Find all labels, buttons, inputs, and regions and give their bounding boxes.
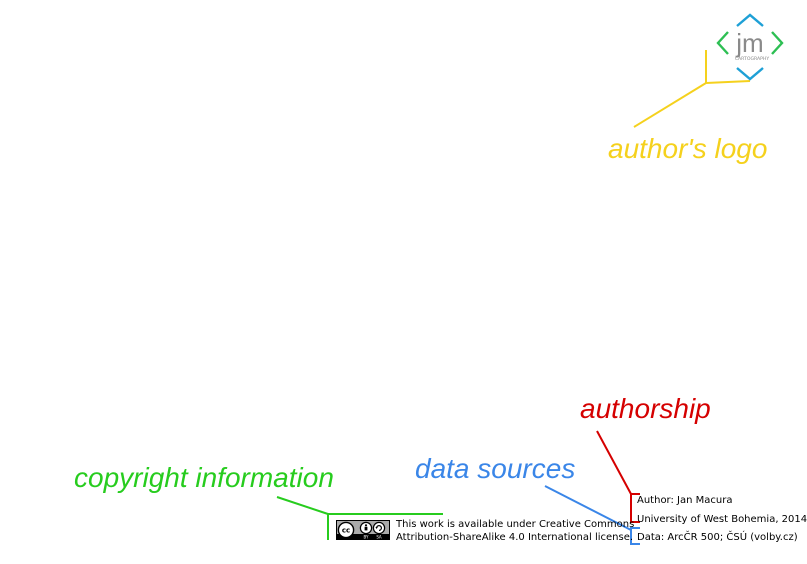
logo-monogram: jm [735,28,763,58]
share-alike-icon [372,521,386,535]
cc-by-sa-badge: cc BY SA [336,520,390,540]
cc-mark: cc [342,527,350,535]
license-line-2: Attribution-ShareAlike 4.0 International… [396,532,634,543]
institution-year: University of West Bohemia, 2014 [637,514,807,525]
label-authorship: authorship [580,393,711,424]
authorship-leader [596,430,640,523]
cc-by-text: BY [364,535,370,540]
label-authors-logo: author's logo [608,133,768,164]
cc-icon [337,521,355,539]
license-line-1: This work is available under Creative Co… [396,519,635,530]
jm-cartography-logo: jm CARTOGRAPHY [716,13,784,81]
copyright-leader [276,496,443,540]
cc-sa-text: SA [376,535,382,540]
label-data-sources: data sources [415,453,576,484]
logo-subtitle: CARTOGRAPHY [735,56,770,62]
logo-leader [633,50,751,128]
author-name: Author: Jan Macura [637,495,733,506]
data-sources-leader [544,485,640,545]
data-sources-text: Data: ArcČR 500; ČSÚ (volby.cz) [637,532,798,543]
label-copyright-information: copyright information [74,462,334,493]
